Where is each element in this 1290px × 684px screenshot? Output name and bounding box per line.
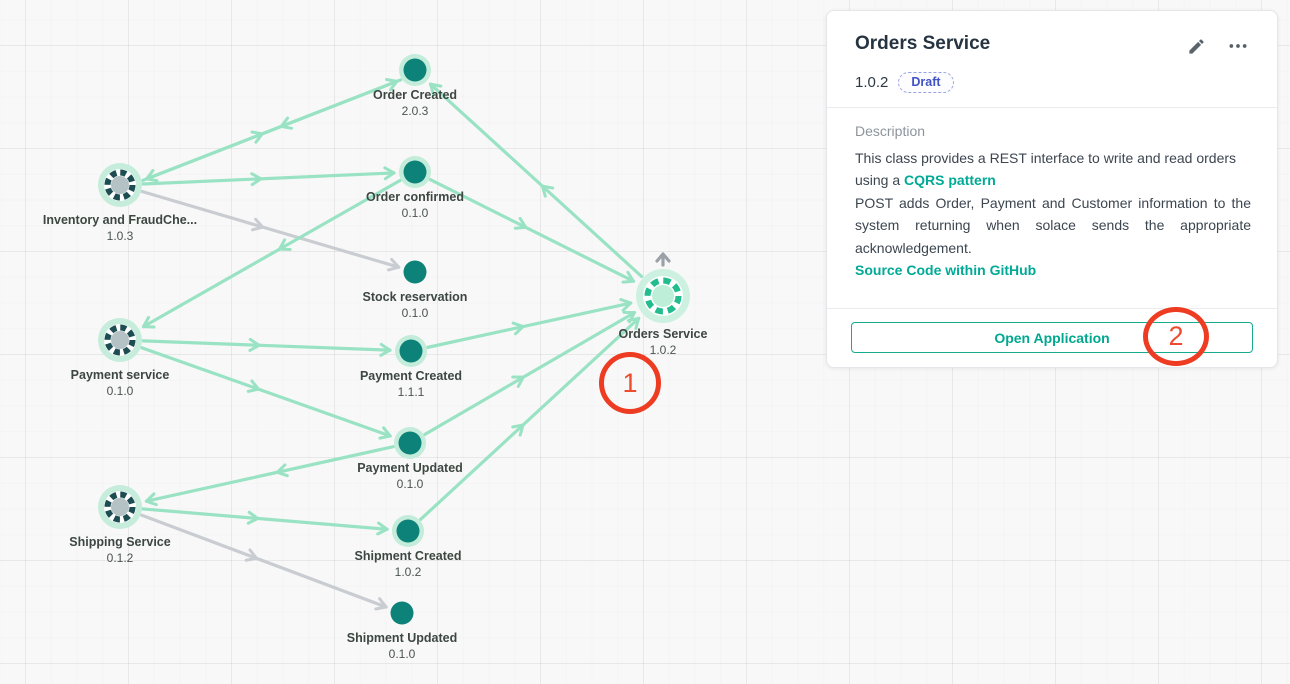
edge-payment-service-to-payment-created [141,337,392,357]
edge-shipping-service-to-shipment-created [141,507,389,536]
divider [827,308,1277,309]
edge-shipping-service-to-shipment-updated [139,513,388,611]
node-payment-updated[interactable] [394,427,426,459]
edge-payment-updated-to-shipping-service [144,445,395,507]
status-badge: Draft [898,72,954,93]
panel-header: Orders Service 1.0.2 Draft [827,11,1277,107]
description-text-2: POST adds Order, Payment and Customer in… [855,194,1251,256]
divider [827,107,1277,108]
more-options-icon[interactable] [1225,33,1251,59]
expand-up-arrow-icon[interactable] [655,252,671,267]
edge-orders-service-to-order-created [428,82,644,279]
node-orders-service[interactable] [636,269,690,323]
node-shipment-created[interactable] [392,515,424,547]
edge-inventory-service-to-stock-reservation [140,189,401,272]
description-text-1: This class provides a REST interface to … [855,150,1237,189]
node-order-confirmed[interactable] [399,156,431,188]
version-text: 1.0.2 [855,74,889,91]
edge-inventory-service-to-order-confirmed [141,166,396,187]
details-panel: Orders Service 1.0.2 Draft Description T… [826,10,1278,368]
panel-body: Description This class provides a REST i… [827,108,1277,308]
page-title: Orders Service [855,33,991,54]
edge-inventory-service-to-order-created [141,77,399,182]
annotation-number: 2 [1168,320,1184,351]
node-payment-service[interactable] [98,318,142,362]
edit-pencil-icon[interactable] [1183,33,1209,59]
node-shipping-service[interactable] [98,485,142,529]
annotation-circle-2: 2 [1143,306,1209,366]
annotation-circle-1: 1 [599,352,661,414]
edge-order-confirmed-to-payment-service [141,178,402,329]
node-order-created[interactable] [399,54,431,86]
description-label: Description [855,123,926,139]
cqrs-pattern-link[interactable]: CQRS pattern [904,172,996,189]
edge-payment-service-to-payment-updated [140,346,392,440]
edge-payment-created-to-orders-service [426,298,633,349]
node-inventory-service[interactable] [98,163,142,207]
source-code-link[interactable]: Source Code within GitHub [855,261,1037,278]
node-payment-created[interactable] [395,335,427,367]
node-stock-reservation[interactable] [403,260,427,284]
node-shipment-updated[interactable] [390,601,414,625]
edge-order-confirmed-to-orders-service [428,178,636,284]
edge-shipment-created-to-orders-service [418,316,641,522]
panel-footer: Open Application [827,309,1277,367]
annotation-number: 1 [622,367,638,398]
